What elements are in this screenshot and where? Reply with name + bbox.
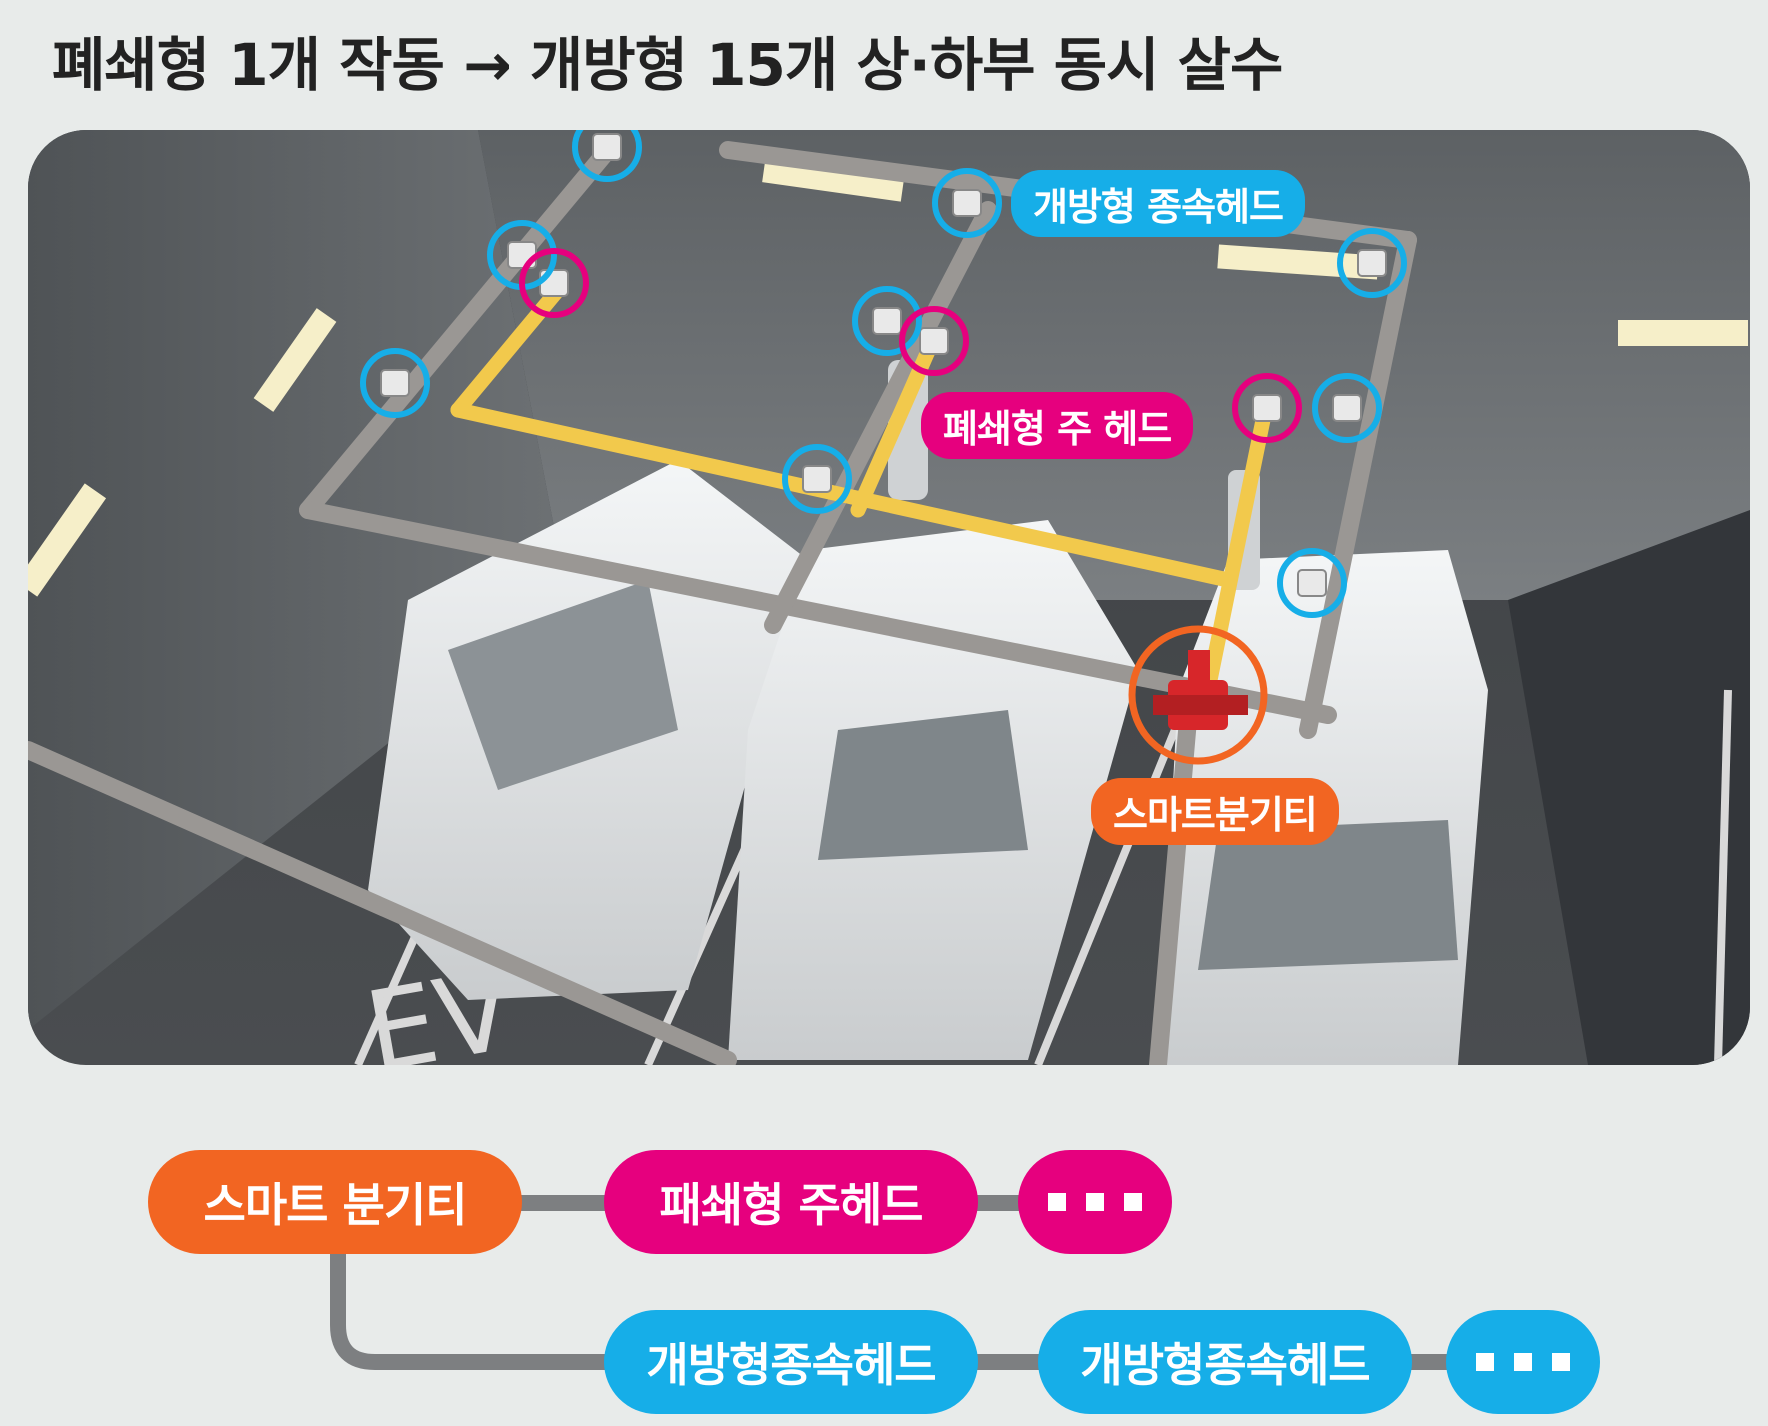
open-head-marker bbox=[1277, 548, 1347, 618]
flow-closed-main-head: 패쇄형 주헤드 bbox=[604, 1150, 978, 1254]
flow-open-sub-1-label: 개방형종속헤드 bbox=[646, 1338, 936, 1392]
open-head-marker bbox=[572, 130, 642, 182]
open-head-markers bbox=[360, 130, 1407, 618]
ellipsis-icon bbox=[1048, 1193, 1142, 1211]
page-title: 폐쇄형 1개 작동 → 개방형 15개 상·하부 동시 살수 bbox=[52, 31, 1283, 99]
flow-smart-tee: 스마트 분기티 bbox=[148, 1150, 522, 1254]
flow-open-sub-head-2: 개방형종속헤드 bbox=[1038, 1310, 1412, 1414]
closed-head-marker bbox=[899, 306, 969, 376]
open-head-marker bbox=[1337, 228, 1407, 298]
smart-tee-marker bbox=[1128, 625, 1268, 765]
ellipsis-icon bbox=[1476, 1353, 1570, 1371]
flow-closed-more bbox=[1018, 1150, 1172, 1254]
closed-head-marker bbox=[1232, 373, 1302, 443]
open-head-marker bbox=[932, 168, 1002, 238]
parking-scene-illustration: EV bbox=[28, 130, 1750, 1065]
closed-head-marker bbox=[519, 248, 589, 318]
open-head-marker bbox=[782, 444, 852, 514]
flow-open-sub-head-1: 개방형종속헤드 bbox=[604, 1310, 978, 1414]
flow-smart-tee-label: 스마트 분기티 bbox=[203, 1178, 468, 1232]
open-head-marker bbox=[360, 348, 430, 418]
label-closed-head: 폐쇄형 주 헤드 bbox=[921, 392, 1194, 459]
closed-head-markers bbox=[519, 248, 1302, 443]
label-open-head: 개방형 종속헤드 bbox=[1011, 170, 1305, 237]
flow-closed-main-label: 패쇄형 주헤드 bbox=[659, 1178, 924, 1232]
smart-tee-fitting bbox=[1153, 650, 1248, 730]
label-smart-tee: 스마트분기티 bbox=[1091, 778, 1339, 845]
flow-open-sub-2-label: 개방형종속헤드 bbox=[1080, 1338, 1370, 1392]
open-head-marker bbox=[1312, 373, 1382, 443]
open-head-marker bbox=[852, 286, 922, 356]
parking-sprinkler-photo: EV bbox=[28, 130, 1750, 1065]
flow-open-more bbox=[1446, 1310, 1600, 1414]
